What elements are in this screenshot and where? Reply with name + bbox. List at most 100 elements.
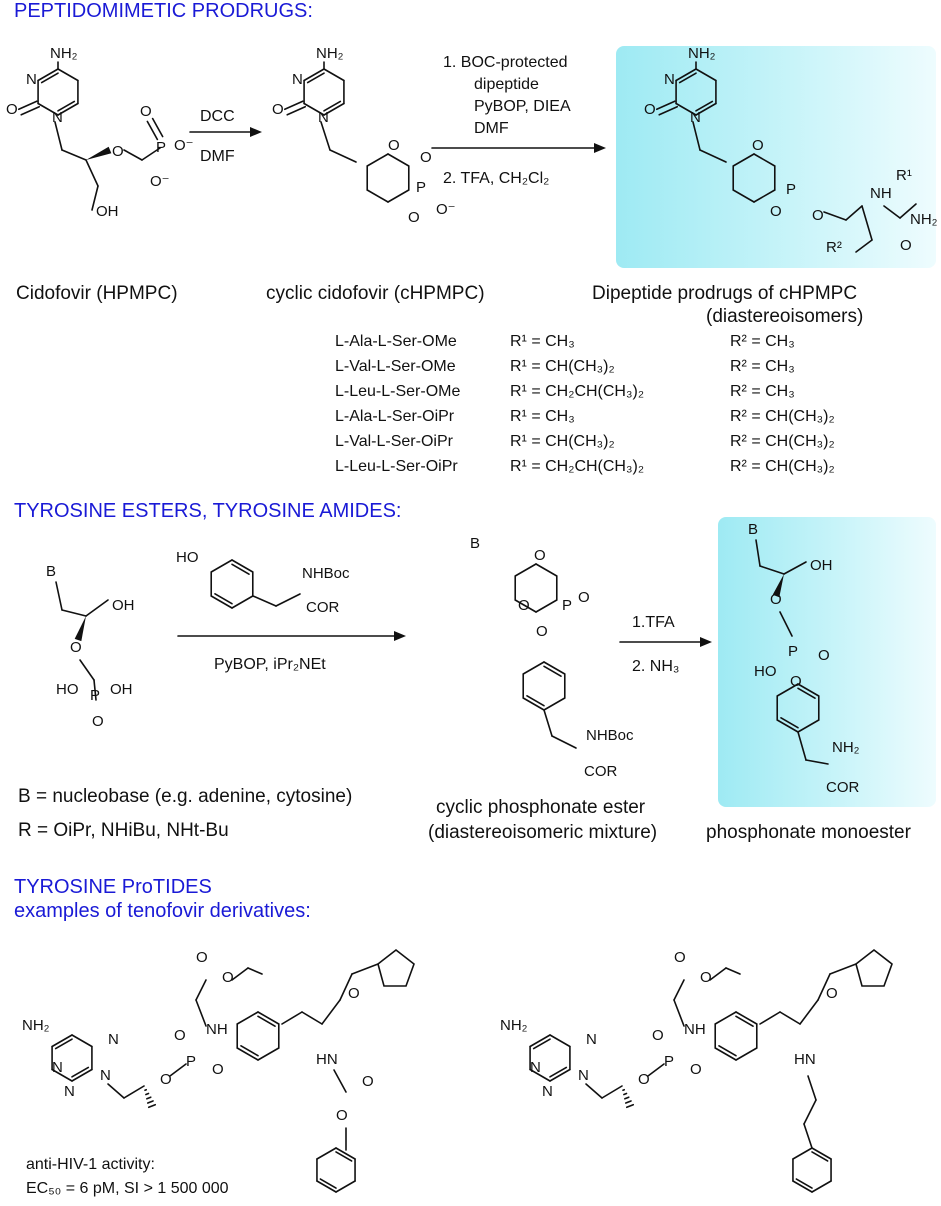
ketone-o-label: O — [348, 985, 360, 1002]
aryl-o-label: O — [690, 1061, 702, 1078]
bond — [79, 659, 95, 681]
bond — [71, 1068, 93, 1082]
bond — [54, 1038, 73, 1050]
bond — [647, 1063, 665, 1077]
bond — [316, 1180, 337, 1193]
cyclopentyl-ring — [855, 948, 893, 987]
bond — [725, 967, 741, 975]
step2-line3: PyBOP, DIEA — [474, 98, 571, 115]
dipeptide-r2: R² = CH₃ — [730, 333, 795, 350]
bond — [319, 1178, 337, 1189]
bond — [301, 1011, 323, 1025]
dipeptide-r1: R¹ = CH₂CH(CH₃)₂ — [510, 383, 645, 400]
dipeptide-r2: R² = CH₃ — [730, 383, 795, 400]
bond — [797, 687, 816, 699]
dipeptide-r2: R² = CH(CH₃)₂ — [730, 458, 835, 475]
bond — [210, 559, 233, 573]
hydroxyl-label: OH — [810, 557, 833, 574]
bond — [71, 1034, 93, 1048]
ring-n1-label: N — [690, 109, 701, 126]
bond — [823, 211, 847, 221]
bond — [673, 999, 685, 1027]
carbonyl-o-label: O — [6, 101, 18, 118]
bond — [692, 121, 701, 151]
bond — [776, 719, 799, 733]
amino-label: NH₂ — [50, 45, 78, 62]
bond — [678, 72, 697, 84]
bond — [549, 1034, 571, 1048]
bond — [797, 719, 820, 733]
cor-label: COR — [584, 763, 618, 780]
bond — [829, 963, 857, 975]
bond — [811, 1151, 829, 1162]
ring-o-label: O — [534, 547, 546, 564]
bond — [37, 68, 59, 82]
bond — [286, 105, 307, 116]
phosphorus-label: P — [786, 181, 796, 198]
phenol-label: HO — [176, 549, 199, 566]
p-oxo-label: O — [140, 103, 152, 120]
step2-line1: 1. BOC-protected — [443, 54, 568, 71]
bond — [797, 731, 807, 761]
dipeptide-r2: R² = CH₃ — [730, 358, 795, 375]
bond — [257, 1011, 280, 1025]
p-hydroxyl2-label: OH — [110, 681, 133, 698]
bond — [526, 695, 545, 707]
ester-o-label: O — [222, 969, 234, 986]
p-oxo-label: O — [770, 203, 782, 220]
bond — [759, 565, 785, 575]
bond — [795, 1178, 813, 1189]
bond — [735, 1047, 758, 1061]
bond — [718, 1045, 737, 1057]
ring-n9-label: N — [578, 1067, 589, 1084]
ring-n-label: N — [664, 71, 675, 88]
bond — [776, 683, 799, 697]
bond — [37, 102, 59, 116]
ring-n1-label: N — [318, 109, 329, 126]
p-oxo-label: O — [652, 1027, 664, 1044]
dipeptide-name: L-Ala-L-Ser-OMe — [335, 333, 457, 350]
ether-o-label: O — [638, 1071, 650, 1088]
ring-n-label: N — [52, 1059, 63, 1076]
bond — [601, 1085, 623, 1099]
bond — [236, 1011, 259, 1025]
bond — [529, 1034, 551, 1048]
amino-label: NH₂ — [316, 45, 344, 62]
peptidomimetic-title: PEPTIDOMIMETIC PRODRUGS: — [14, 0, 313, 22]
amino-label: NH₂ — [22, 1017, 50, 1034]
aryl-o-label: O — [536, 623, 548, 640]
bond — [151, 117, 164, 138]
tyrosine-title: TYROSINE ESTERS, TYROSINE AMIDES: — [14, 500, 402, 522]
bond — [351, 963, 379, 975]
bond — [799, 999, 819, 1025]
step1-reagent-dmf: DMF — [200, 148, 235, 165]
bond — [807, 1075, 817, 1101]
bond — [883, 205, 901, 219]
bond — [797, 683, 820, 697]
bond — [658, 105, 679, 116]
bond — [123, 1085, 145, 1099]
ring-n9-label: N — [100, 1067, 111, 1084]
p-oxo-label: O — [92, 713, 104, 730]
r1-label: R¹ — [896, 167, 912, 184]
bond — [532, 1038, 551, 1050]
bond — [759, 1011, 781, 1025]
reaction-arrow-tfa — [700, 637, 712, 647]
step2-line4: DMF — [474, 120, 509, 137]
bond — [625, 1103, 635, 1109]
carbamate-o2-label: O — [336, 1107, 348, 1124]
bond — [323, 100, 342, 112]
p-oxo-label: O — [790, 673, 802, 690]
ring-n2-label: N — [64, 1083, 75, 1100]
caption-monoester: phosphonate monoester — [706, 822, 911, 843]
bond — [792, 1180, 813, 1193]
dipeptide-name: L-Ala-L-Ser-OiPr — [335, 408, 455, 425]
bond — [252, 595, 277, 607]
bond — [366, 189, 389, 203]
dipeptide-r1: R¹ = CH₃ — [510, 333, 575, 350]
bond — [320, 121, 331, 151]
amino-label: NH₂ — [500, 1017, 528, 1034]
bond — [695, 100, 714, 112]
ester-oxo-label: O — [674, 949, 686, 966]
bond — [792, 1147, 813, 1160]
